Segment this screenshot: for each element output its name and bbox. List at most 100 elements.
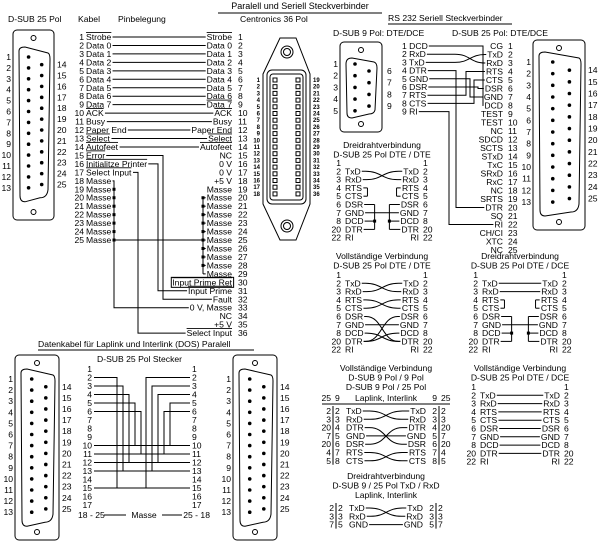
mounting-hole-icon — [34, 360, 40, 366]
pin-number: 21 — [508, 211, 518, 221]
db9-signal: 4 DTR — [402, 66, 427, 76]
db25-signal: NC — [491, 126, 503, 136]
pin-number: 7 — [423, 208, 428, 218]
signal-name: TxD — [544, 390, 560, 400]
pin-dot — [44, 507, 48, 511]
signal-name: Data 2 — [86, 57, 112, 67]
laplink-wire — [94, 394, 190, 463]
pin-number: 20 — [423, 336, 433, 346]
signal-name: Masse — [207, 227, 233, 237]
signal-name: 0 V, Masse — [190, 303, 232, 313]
pin-number: 8 — [87, 424, 92, 434]
signal-name: GND — [404, 520, 423, 530]
pin-number: 15 — [62, 393, 72, 403]
pin-contact — [272, 191, 278, 197]
signal-name: CTS — [346, 456, 363, 466]
pin-number: 7 — [329, 520, 334, 530]
diagram-title: D-SUB 9 Pol / 9 Pol — [348, 373, 424, 383]
pin-number: 9 — [508, 109, 513, 119]
pin-number: 23 — [238, 218, 248, 228]
pin-contact — [295, 90, 301, 96]
pin-number: 12 — [74, 125, 84, 135]
pin-number: 14 — [508, 152, 518, 162]
pin-number: 5 — [336, 303, 341, 313]
link-wire — [364, 452, 408, 462]
pin-number: 8 — [8, 452, 13, 462]
pin-number: 22 — [562, 345, 572, 355]
pin-number: 24 — [57, 169, 67, 179]
signal-name: RxD — [543, 399, 560, 409]
connector-shell — [20, 368, 56, 527]
pin-number: 7 — [336, 208, 341, 218]
pin-dot — [44, 384, 48, 389]
pin-number: 27 — [238, 252, 248, 262]
pin-number: 22 — [466, 457, 476, 467]
pin-number: 20 — [331, 224, 341, 234]
pin-number: 23 — [57, 158, 67, 168]
pin-number: 30 — [313, 152, 320, 158]
header-dsub25: D-SUB 25 Pol — [8, 14, 62, 24]
pin-number: 3 — [192, 381, 197, 391]
pin-number: 5 — [257, 105, 261, 111]
pin-dot — [39, 182, 44, 187]
pin-number: 7 — [526, 127, 531, 137]
pin-number: 7 — [335, 448, 340, 458]
pin-number: 4 — [8, 407, 13, 417]
pin-number: 33 — [238, 303, 248, 313]
pin-dot — [44, 462, 48, 467]
junction-dot — [201, 230, 205, 234]
pin-dot — [567, 103, 572, 107]
mounting-hole-icon — [556, 219, 562, 225]
signal-name: TxD — [345, 166, 361, 176]
diagram-title: Vollständige Verbindung — [474, 363, 566, 373]
pin-number: 7 — [508, 92, 513, 102]
pin-dot — [26, 120, 31, 125]
pin-number: 20 — [468, 336, 478, 346]
pin-number: 7 — [432, 448, 437, 458]
pin-dot — [367, 92, 371, 97]
pin-number: 1 — [336, 158, 341, 168]
signal-box — [170, 276, 235, 288]
pin-number: 5 — [562, 303, 567, 313]
pin-number: 7 — [87, 415, 92, 425]
pin-dot — [247, 510, 252, 514]
mounting-hole-icon — [358, 47, 364, 53]
pin-number: 11 — [4, 485, 13, 495]
pin-number: 25 — [57, 180, 67, 190]
mounting-hole-icon — [252, 360, 258, 366]
pin-number: 22 — [588, 159, 598, 169]
signal-name: RxD — [482, 287, 499, 297]
pin-number: 9 — [526, 150, 531, 160]
pin-number: 4 — [257, 98, 261, 104]
pin-dot — [247, 388, 252, 392]
pin-number: 4 — [79, 57, 84, 67]
pin-dot — [567, 115, 572, 119]
pin-number: 8 — [423, 328, 428, 338]
pin-number: 16 — [508, 169, 518, 179]
pin-number: 20 — [331, 336, 341, 346]
pin-number: 3 — [471, 399, 476, 409]
signal-name: DSR — [345, 200, 363, 210]
signal-name: Error — [86, 150, 105, 160]
laplink-wire — [94, 385, 190, 472]
pin-number: 14 — [62, 382, 72, 392]
signal-name: Masse — [86, 176, 112, 186]
signal-name: CTS — [541, 303, 558, 313]
db25-signal: TEST — [481, 109, 504, 119]
pin-dot — [353, 62, 357, 66]
signal-name: RI — [410, 345, 419, 355]
signal-name: GND — [480, 432, 499, 442]
signal-name: Fault — [213, 294, 233, 304]
signal-name: DTR — [401, 336, 419, 346]
pin-number: 20 — [321, 423, 331, 433]
signal-name: TxD — [482, 278, 498, 288]
pin-dot — [26, 98, 31, 103]
pin-number: 8 — [226, 452, 231, 462]
pin-number: 25 — [508, 245, 518, 255]
rs232-wire — [428, 86, 484, 89]
pin-number: 15 — [280, 393, 290, 403]
pin-number: 26 — [313, 125, 320, 131]
diagram-title: Dreidrahtverbindung — [347, 471, 425, 481]
junction-dot — [201, 221, 205, 225]
pin-number: 22 — [331, 345, 341, 355]
